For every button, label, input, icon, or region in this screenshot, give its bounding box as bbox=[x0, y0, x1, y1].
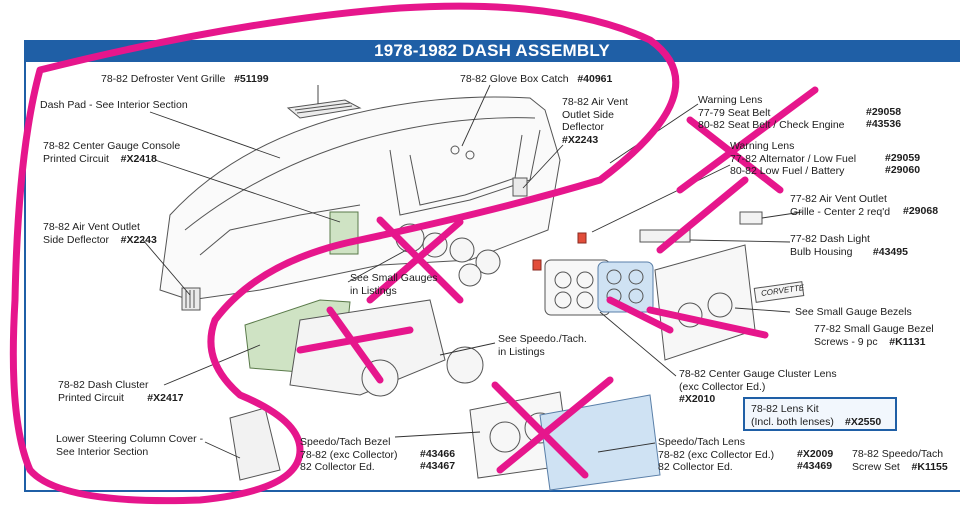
dashpad-text: Dash Pad - See Interior Section bbox=[40, 99, 188, 111]
label-glove-box: 78-82 Glove Box Catch #40961 bbox=[460, 73, 612, 86]
dash-cluster-l1: 78-82 Dash Cluster bbox=[58, 379, 149, 391]
warning2-l3: 80-82 Low Fuel / Battery bbox=[730, 165, 845, 177]
bezel-part1: #43466 bbox=[420, 448, 456, 460]
screw-set-l2: Screw Set bbox=[852, 460, 900, 473]
air-vent-left-l2: Side Deflector bbox=[43, 233, 109, 246]
bezel-l3: 82 Collector Ed. bbox=[300, 461, 375, 473]
center-console-l2: Printed Circuit bbox=[43, 152, 109, 165]
label-dash-light: 77-82 Dash Light Bulb Housing #43495 bbox=[790, 233, 908, 258]
title-bar: 1978-1982 DASH ASSEMBLY bbox=[24, 40, 960, 62]
left-deflector bbox=[181, 287, 201, 311]
defroster-text: 78-82 Defroster Vent Grille bbox=[101, 73, 226, 85]
label-steering-cover: Lower Steering Column Cover - See Interi… bbox=[56, 433, 203, 458]
label-air-vent-side: 78-82 Air Vent Outlet Side Deflector #X2… bbox=[562, 96, 628, 146]
air-vent-side-l2: Outlet Side bbox=[562, 108, 614, 121]
label-defroster-grille: 78-82 Defroster Vent Grille #51199 bbox=[101, 73, 269, 86]
lens-kit-l1: 78-82 Lens Kit bbox=[751, 403, 819, 415]
warning1-l3: 80-82 Seat Belt / Check Engine bbox=[698, 119, 845, 131]
speedo-lens-part1: #X2009 bbox=[797, 448, 834, 460]
dash-cluster-part: #X2417 bbox=[147, 391, 184, 404]
air-vent-side-l1: 78-82 Air Vent bbox=[562, 96, 628, 108]
small-gauges-l2: in Listings bbox=[350, 284, 397, 297]
bezel-screws-l2: Screws - 9 pc bbox=[814, 335, 878, 348]
label-bezel-screws: 77-82 Small Gauge Bezel Screws - 9 pc #K… bbox=[814, 323, 934, 348]
defroster-part: #51199 bbox=[234, 73, 269, 85]
marker-x-6 bbox=[606, 296, 674, 334]
label-small-gauge-bezels: See Small Gauge Bezels bbox=[795, 306, 912, 319]
lens-kit-box: 78-82 Lens Kit (Incl. both lenses) #X255… bbox=[743, 397, 897, 431]
cluster-lens-part: #X2010 bbox=[679, 393, 716, 405]
page-title: 1978-1982 DASH ASSEMBLY bbox=[374, 41, 610, 60]
warning2-part2: #29060 bbox=[885, 164, 921, 176]
label-warning-lens-1: Warning Lens 77-79 Seat Belt 80-82 Seat … bbox=[698, 94, 845, 132]
dash-cluster-l2: Printed Circuit bbox=[58, 391, 124, 404]
steering-cover-l1: Lower Steering Column Cover - bbox=[56, 433, 204, 445]
warning2-l2: 77-82 Alternator / Low Fuel bbox=[730, 152, 857, 165]
air-vent-center-part: #29068 bbox=[903, 205, 939, 217]
label-dash-pad: Dash Pad - See Interior Section bbox=[40, 99, 188, 112]
label-warning-lens-2: Warning Lens 77-82 Alternator / Low Fuel… bbox=[730, 140, 856, 178]
warning2-part1: #29059 bbox=[885, 152, 921, 164]
warning1-title: Warning Lens bbox=[698, 94, 763, 106]
speedo-tach-l1: See Speedo./Tach. bbox=[498, 333, 587, 345]
bezel-part2: #43467 bbox=[420, 460, 456, 472]
screw-set-part: #K1155 bbox=[911, 460, 948, 473]
air-vent-left-part: #X2243 bbox=[120, 233, 157, 246]
marker-x-2 bbox=[646, 176, 769, 339]
label-small-gauges: See Small Gauges in Listings bbox=[350, 272, 438, 297]
warning1-part2: #43536 bbox=[866, 118, 902, 130]
small-bezels-text: See Small Gauge Bezels bbox=[795, 306, 912, 318]
center-console-l1: 78-82 Center Gauge Console bbox=[43, 140, 181, 152]
air-vent-left-l1: 78-82 Air Vent Outlet bbox=[43, 221, 140, 233]
warning2-title: Warning Lens bbox=[730, 140, 795, 152]
small-gauges-l1: See Small Gauges bbox=[350, 272, 438, 284]
label-speedo-lens: Speedo/Tach Lens 78-82 (exc Collector Ed… bbox=[658, 436, 774, 474]
center-console-part: #X2418 bbox=[120, 152, 157, 165]
marker-x-4 bbox=[296, 306, 414, 384]
dash-light-l1: 77-82 Dash Light bbox=[790, 233, 870, 245]
bezel-l2: 78-82 (exc Collector) bbox=[300, 448, 398, 461]
screw-set-l1: 78-82 Speedo/Tach bbox=[852, 448, 944, 460]
speedo-lens-l3: 82 Collector Ed. bbox=[658, 461, 733, 473]
bezel-l1: Speedo/Tach Bezel bbox=[300, 436, 391, 448]
marker-x-1 bbox=[676, 86, 819, 194]
label-air-vent-left: 78-82 Air Vent Outlet Side Deflector #X2… bbox=[43, 221, 157, 246]
lens-kit-part: #X2550 bbox=[845, 416, 882, 428]
glovebox-part: #40961 bbox=[577, 73, 613, 85]
marker-loop bbox=[9, 2, 680, 505]
label-dash-cluster: 78-82 Dash Cluster Printed Circuit #X241… bbox=[58, 379, 184, 404]
cluster-lens-l2: (exc Collector Ed.) bbox=[679, 380, 766, 393]
marker-x-3 bbox=[366, 216, 464, 304]
cluster-lens-l1: 78-82 Center Gauge Cluster Lens bbox=[679, 368, 837, 380]
warning1-l2: 77-79 Seat Belt bbox=[698, 106, 771, 119]
speedo-lens-l1: Speedo/Tach Lens bbox=[658, 436, 745, 448]
speedo-tach-l2: in Listings bbox=[498, 345, 545, 358]
bezel-screws-part: #K1131 bbox=[889, 335, 926, 348]
label-air-vent-center: 77-82 Air Vent Outlet Grille - Center 2 … bbox=[790, 193, 890, 218]
air-vent-side-part: #X2243 bbox=[562, 133, 599, 146]
speedo-lens-l2: 78-82 (exc Collector Ed.) bbox=[658, 448, 775, 461]
label-speedo-bezel: Speedo/Tach Bezel 78-82 (exc Collector) … bbox=[300, 436, 397, 474]
label-cluster-lens: 78-82 Center Gauge Cluster Lens (exc Col… bbox=[679, 368, 837, 406]
air-vent-center-l1: 77-82 Air Vent Outlet bbox=[790, 193, 887, 205]
air-vent-side-l3: Deflector bbox=[562, 121, 605, 133]
speedo-lens-part2: #43469 bbox=[797, 460, 833, 472]
bezel-screws-l1: 77-82 Small Gauge Bezel bbox=[814, 323, 934, 335]
air-vent-center-l2: Grille - Center 2 req'd bbox=[790, 205, 891, 218]
warning1-part1: #29058 bbox=[866, 106, 902, 118]
marker-x-5 bbox=[491, 376, 614, 479]
dash-light-l2: Bulb Housing bbox=[790, 245, 853, 258]
steering-cover-l2: See Interior Section bbox=[56, 445, 149, 458]
dash-light-part: #43495 bbox=[872, 245, 908, 258]
label-screw-set: 78-82 Speedo/Tach Screw Set #K1155 bbox=[852, 448, 948, 473]
diagram-frame bbox=[24, 40, 960, 492]
label-center-console: 78-82 Center Gauge Console Printed Circu… bbox=[43, 140, 180, 165]
label-speedo-tach: See Speedo./Tach. in Listings bbox=[498, 333, 587, 358]
glovebox-text: 78-82 Glove Box Catch bbox=[460, 73, 569, 85]
dash-pad bbox=[159, 96, 561, 301]
lens-kit-l2: (Incl. both lenses) bbox=[751, 416, 834, 428]
